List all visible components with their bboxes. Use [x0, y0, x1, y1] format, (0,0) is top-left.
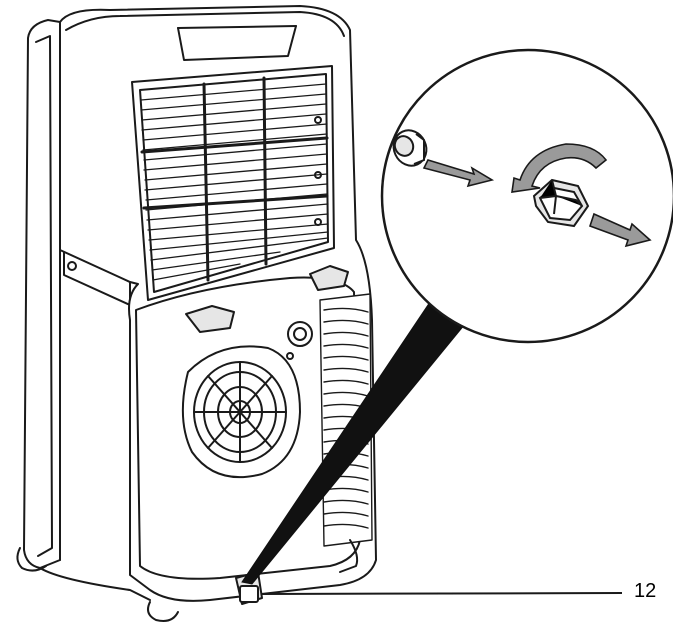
exhaust-fan — [181, 345, 301, 479]
upper-filter-grille — [131, 65, 335, 301]
base-casters — [16, 539, 359, 622]
detail-circle — [380, 48, 673, 344]
pull-arrow-icon — [422, 159, 495, 188]
callout-label-12: 12 — [634, 580, 657, 602]
plug-icon — [392, 129, 428, 167]
rotate-arrow-icon — [511, 143, 608, 193]
callout-leader-line — [261, 592, 623, 595]
pull-arrow-icon-cap — [588, 212, 652, 248]
unit-side-panel — [23, 19, 131, 569]
cap-icon — [532, 178, 590, 228]
